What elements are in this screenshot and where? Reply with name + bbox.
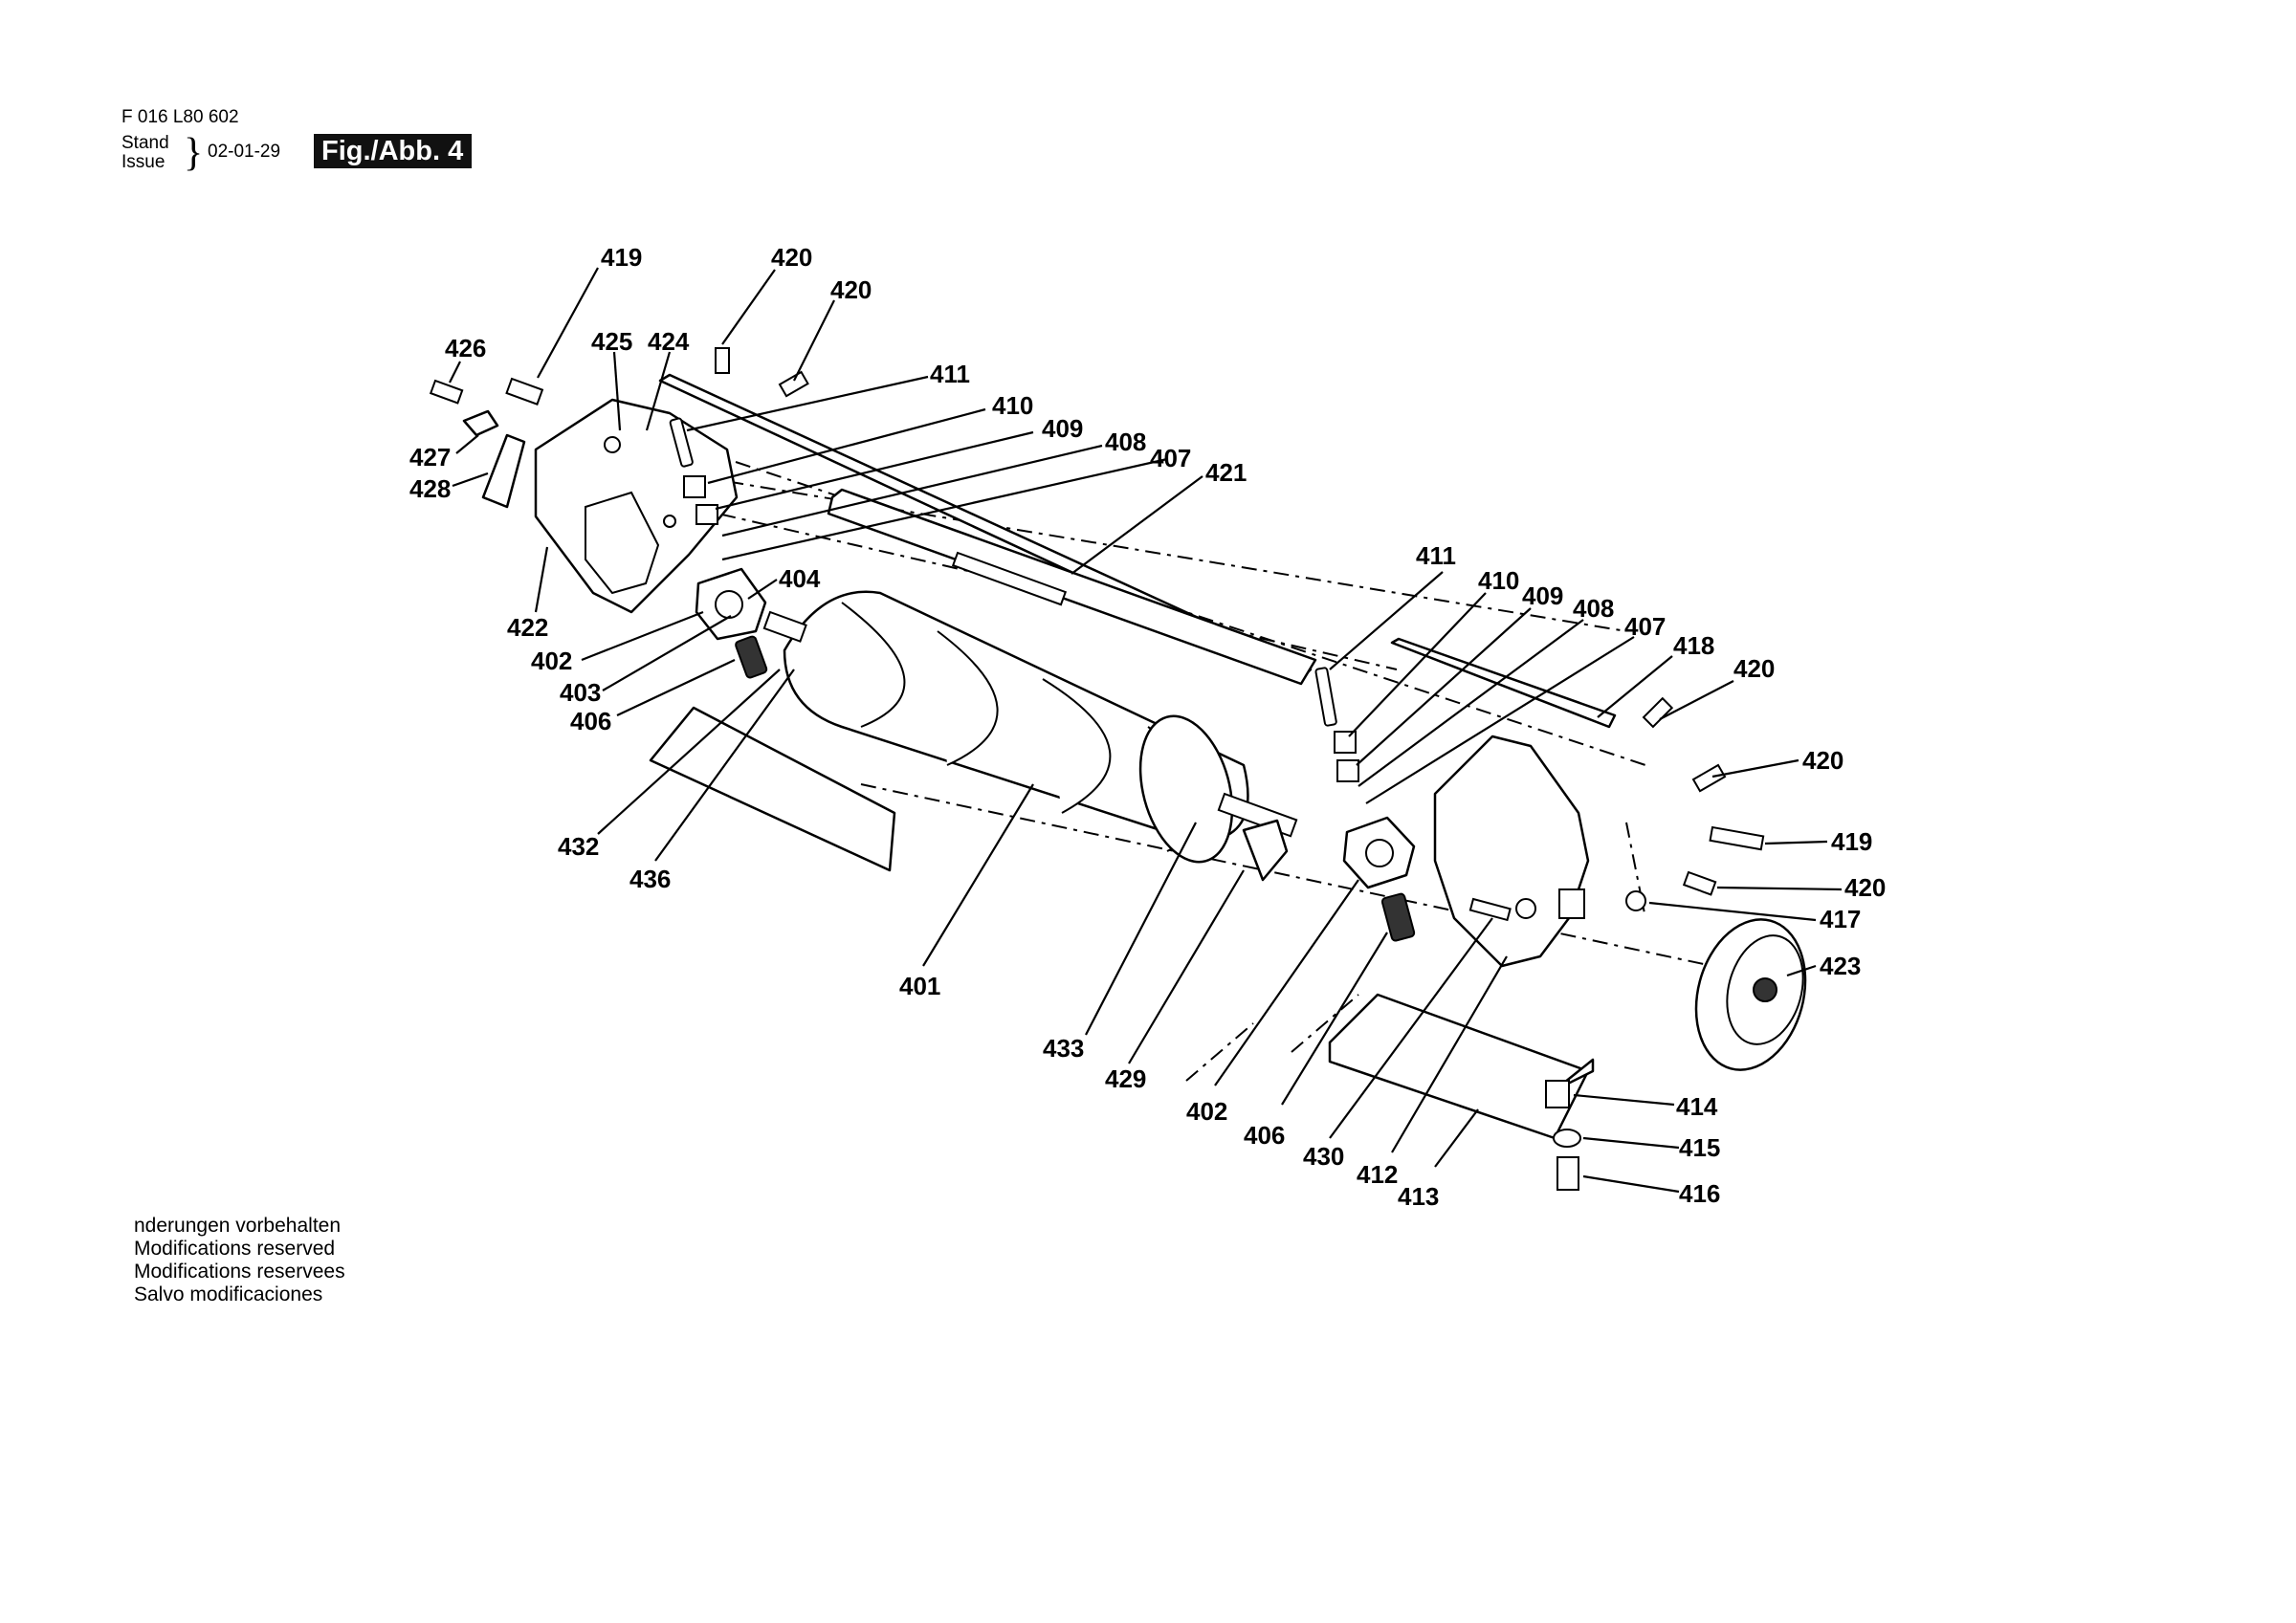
callout-404: 404 bbox=[779, 564, 821, 593]
bottom-blade-bar bbox=[649, 706, 1595, 1140]
callout-420-top-1: 420 bbox=[771, 243, 812, 272]
callout-407-right: 407 bbox=[1624, 612, 1666, 641]
callout-417: 417 bbox=[1820, 905, 1861, 933]
modifications-notice: nderungen vorbehalten Modifications rese… bbox=[134, 1215, 345, 1306]
callout-408-right: 408 bbox=[1573, 594, 1614, 623]
callout-401: 401 bbox=[899, 972, 940, 1000]
wheel bbox=[1694, 918, 1807, 1071]
notice-line-en: Modifications reserved bbox=[134, 1238, 336, 1260]
callout-402-right: 402 bbox=[1186, 1097, 1227, 1126]
stand-label: Stand bbox=[121, 133, 169, 153]
callout-406-right: 406 bbox=[1244, 1121, 1285, 1150]
figure-label: Fig./Abb. 4 bbox=[314, 134, 473, 168]
callout-402-left: 402 bbox=[531, 647, 572, 675]
part-number: F 016 L80 602 bbox=[121, 107, 239, 127]
callout-426: 426 bbox=[445, 334, 486, 362]
notice-line-fr: Modifications reservees bbox=[134, 1261, 345, 1283]
callout-423: 423 bbox=[1820, 952, 1861, 980]
notice-line-de: nderungen vorbehalten bbox=[134, 1215, 342, 1237]
callout-422: 422 bbox=[507, 613, 548, 642]
leader-lines bbox=[449, 267, 1843, 1194]
issue-date: 02-01-29 bbox=[208, 142, 281, 162]
callout-407-left: 407 bbox=[1150, 444, 1191, 472]
issue-label: Issue bbox=[121, 152, 166, 172]
callout-432: 432 bbox=[558, 832, 599, 861]
notice-line-es: Salvo modificaciones bbox=[134, 1283, 323, 1305]
callout-425: 425 bbox=[591, 327, 632, 356]
callout-427: 427 bbox=[409, 443, 451, 472]
callout-412: 412 bbox=[1357, 1160, 1398, 1189]
callout-418: 418 bbox=[1673, 631, 1714, 660]
right-side-plate bbox=[1433, 735, 1590, 968]
callout-433: 433 bbox=[1043, 1034, 1084, 1063]
callout-420-right-3: 420 bbox=[1844, 873, 1886, 902]
callout-415: 415 bbox=[1679, 1133, 1720, 1162]
callout-419-right: 419 bbox=[1831, 827, 1872, 856]
callout-430: 430 bbox=[1303, 1142, 1344, 1171]
hardware-fasteners bbox=[429, 347, 1765, 1191]
callout-410-left: 410 bbox=[992, 391, 1033, 420]
callout-436: 436 bbox=[629, 865, 671, 893]
callout-403: 403 bbox=[560, 678, 601, 707]
callout-414: 414 bbox=[1676, 1092, 1718, 1121]
callout-406-left: 406 bbox=[570, 707, 611, 735]
callout-409-right: 409 bbox=[1522, 581, 1563, 610]
callout-429: 429 bbox=[1105, 1064, 1146, 1093]
right-rail bbox=[1390, 637, 1617, 729]
callout-428: 428 bbox=[409, 474, 451, 503]
cutting-reel bbox=[762, 590, 1298, 864]
callout-labels: 419 420 420 426 425 424 411 410 409 408 … bbox=[409, 243, 1886, 1211]
callout-420-right-1: 420 bbox=[1733, 654, 1775, 683]
callout-409-left: 409 bbox=[1042, 414, 1083, 443]
callout-411-left: 411 bbox=[930, 360, 970, 388]
callout-416: 416 bbox=[1679, 1179, 1720, 1208]
callout-419-top: 419 bbox=[601, 243, 642, 272]
brace-glyph: } bbox=[184, 131, 204, 175]
callout-420-top-2: 420 bbox=[830, 275, 872, 304]
callout-420-right-2: 420 bbox=[1802, 746, 1843, 775]
callout-408-left: 408 bbox=[1105, 428, 1146, 456]
callout-410-right: 410 bbox=[1478, 566, 1519, 595]
bearing-holders bbox=[695, 567, 1416, 889]
top-rail bbox=[658, 373, 1317, 686]
callout-413: 413 bbox=[1398, 1182, 1439, 1211]
callout-424: 424 bbox=[648, 327, 690, 356]
springs bbox=[669, 417, 1416, 942]
callout-411-right: 411 bbox=[1416, 541, 1456, 570]
callout-421: 421 bbox=[1205, 458, 1247, 487]
